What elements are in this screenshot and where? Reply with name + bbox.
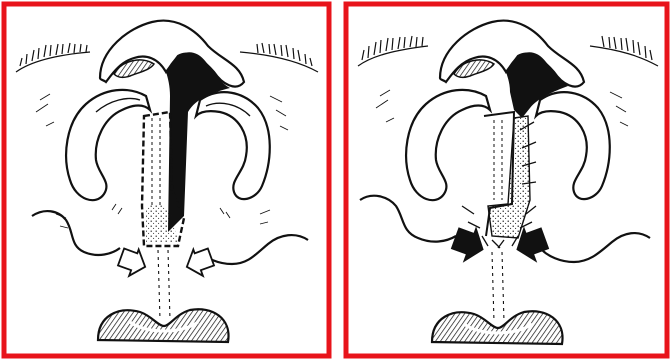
columella-lines <box>494 120 502 200</box>
hair-left <box>16 43 318 72</box>
alar-rim-left <box>406 90 490 200</box>
lip-contour-right <box>200 235 308 264</box>
hair-right-panel <box>358 36 658 66</box>
philtral-dashes <box>492 252 504 322</box>
illustration-after <box>342 0 671 360</box>
nostril-left <box>454 60 494 77</box>
philtral-dashes <box>158 250 170 320</box>
alar-rim-right <box>536 92 610 199</box>
lower-lips <box>432 311 563 344</box>
panel-before <box>0 0 333 360</box>
panel-frame <box>4 4 329 356</box>
lip-contour-right <box>542 233 650 262</box>
panel-frame <box>346 4 667 356</box>
panel-after <box>342 0 671 360</box>
alar-rim-right <box>196 92 270 199</box>
lip-contour <box>360 196 456 242</box>
lower-lips <box>98 309 229 342</box>
open-arrow-icon <box>116 245 216 280</box>
alar-rim-left <box>66 90 150 200</box>
lip-contour <box>32 211 120 255</box>
nostril-left <box>114 60 154 77</box>
illustration-before <box>0 0 333 360</box>
columella-lines <box>152 118 160 206</box>
